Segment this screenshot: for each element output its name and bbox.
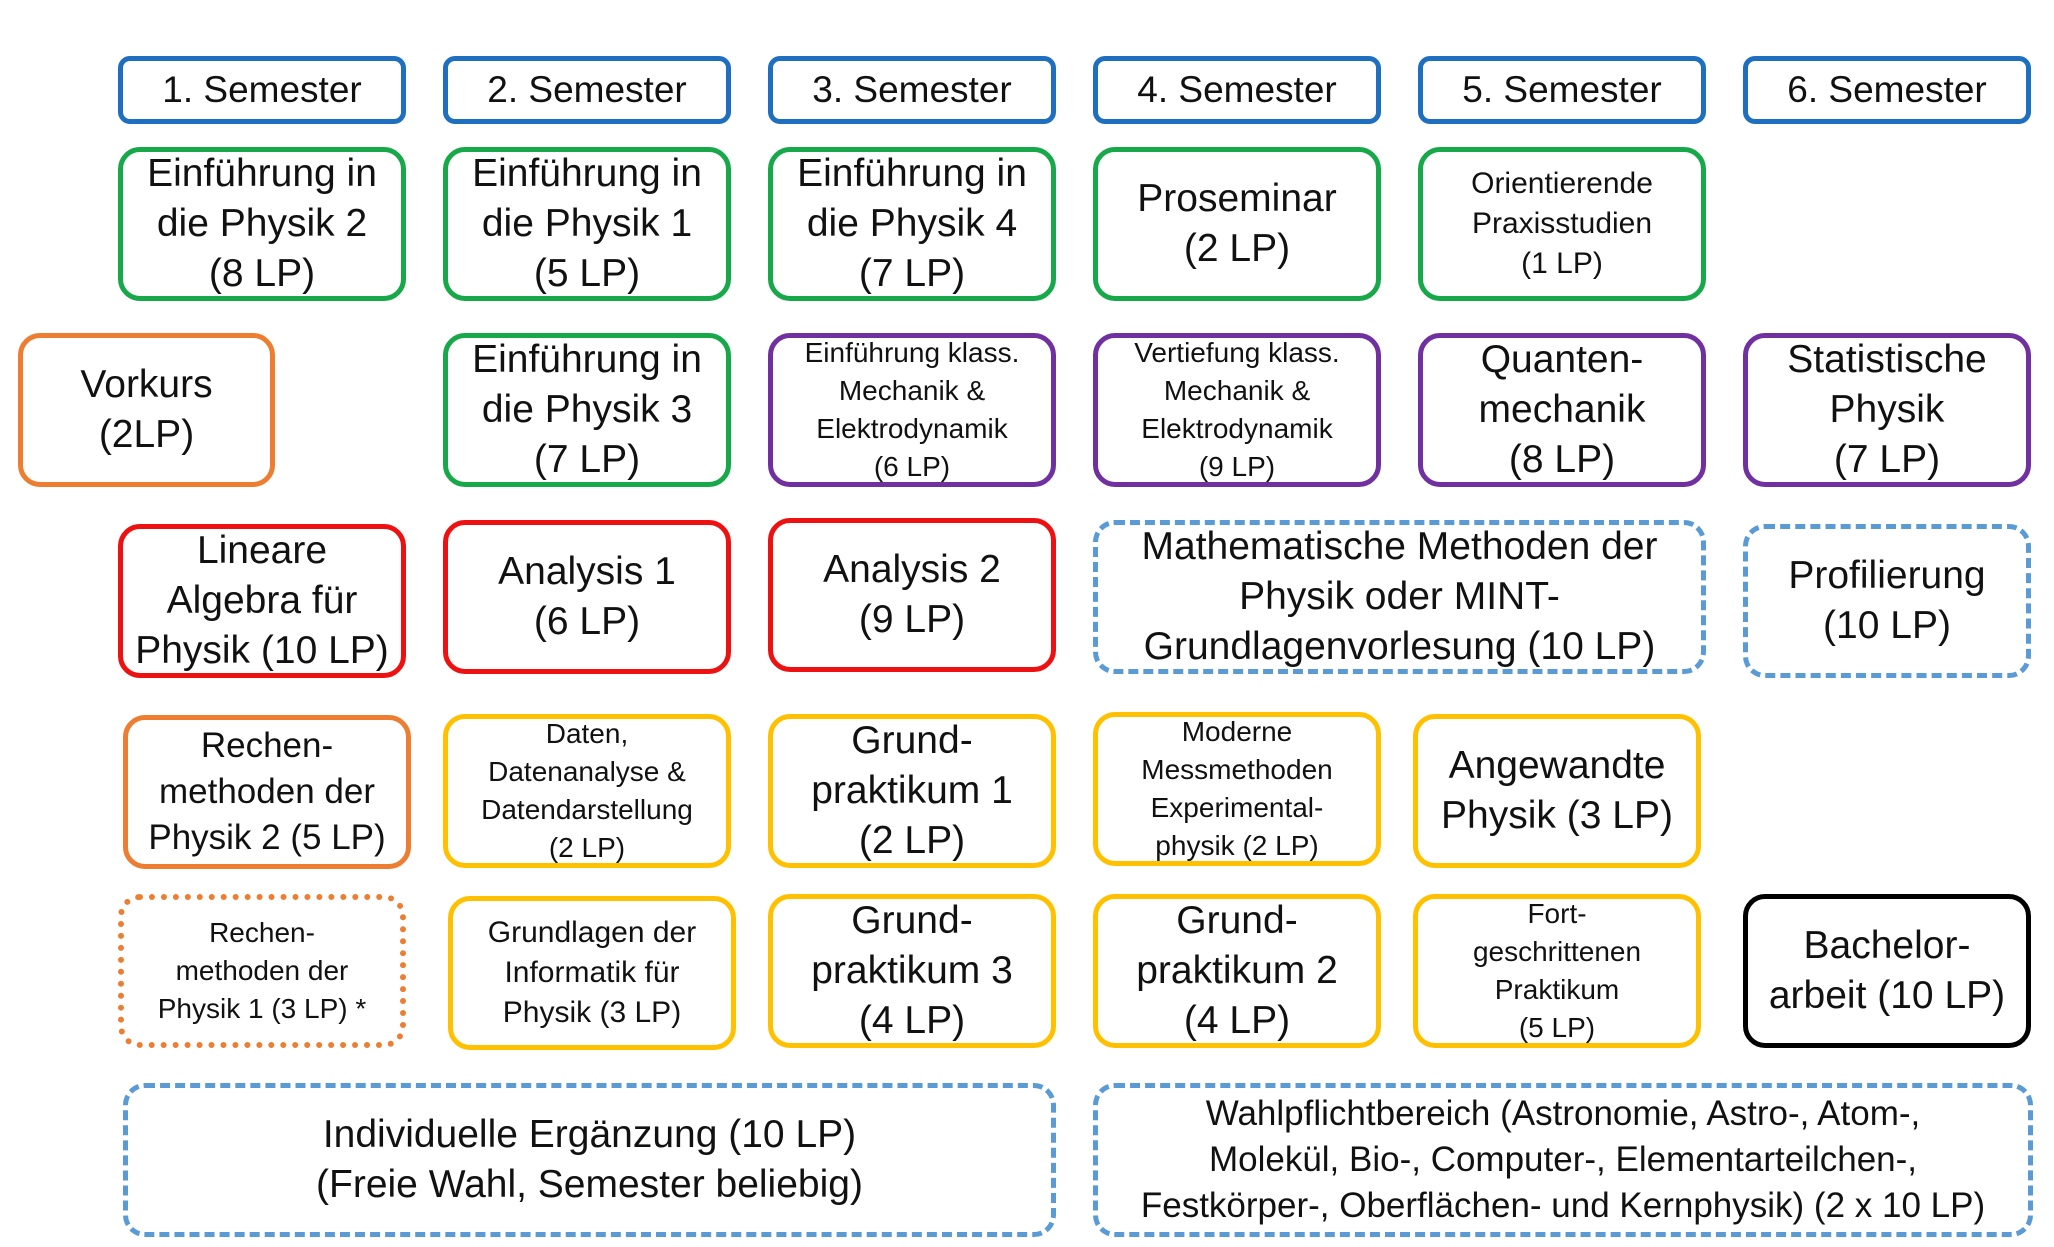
module-angewandte-physik-label: Angewandte Physik (3 LP) xyxy=(1441,744,1673,837)
module-individuelle-ergaenzung: Individuelle Ergänzung (10 LP) (Freie Wa… xyxy=(123,1083,1056,1237)
module-lineare-algebra-label: Lineare Algebra für Physik (10 LP) xyxy=(135,529,389,672)
module-profilierung: Profilierung (10 LP) xyxy=(1743,524,2031,678)
module-angewandte-physik: Angewandte Physik (3 LP) xyxy=(1413,714,1701,868)
module-rechenmethoden-2-label: Rechen- methoden der Physik 2 (5 LP) xyxy=(148,726,386,857)
module-moderne-messmethoden: Moderne Messmethoden Experimental- physi… xyxy=(1093,712,1381,866)
module-mathematische-methoden-label: Mathematische Methoden der Physik oder M… xyxy=(1141,525,1658,668)
module-einfuehrung-physik-1-label: Einführung in die Physik 1 (5 LP) xyxy=(472,152,702,295)
module-rechenmethoden-1: Rechen- methoden der Physik 1 (3 LP) * xyxy=(118,894,406,1048)
module-quantenmechanik-label: Quanten- mechanik (8 LP) xyxy=(1478,338,1646,481)
module-einfuehrung-physik-3: Einführung in die Physik 3 (7 LP) xyxy=(443,333,731,487)
semester-6-label: 6. Semester xyxy=(1787,69,1987,110)
semester-6-header: 6. Semester xyxy=(1743,56,2031,124)
module-grundlagen-informatik: Grundlagen der Informatik für Physik (3 … xyxy=(448,896,736,1050)
module-einfuehrung-physik-1: Einführung in die Physik 1 (5 LP) xyxy=(443,147,731,301)
semester-4-header: 4. Semester xyxy=(1093,56,1381,124)
module-grundlagen-informatik-label: Grundlagen der Informatik für Physik (3 … xyxy=(487,916,697,1029)
semester-5-label: 5. Semester xyxy=(1462,69,1662,110)
module-bachelorarbeit-label: Bachelor- arbeit (10 LP) xyxy=(1768,924,2006,1017)
module-proseminar: Proseminar (2 LP) xyxy=(1093,147,1381,301)
module-einfuehrung-physik-3-label: Einführung in die Physik 3 (7 LP) xyxy=(472,338,702,481)
module-grundpraktikum-3: Grund- praktikum 3 (4 LP) xyxy=(768,894,1056,1048)
module-grundpraktikum-2: Grund- praktikum 2 (4 LP) xyxy=(1093,894,1381,1048)
module-vertiefung-klass-mechanik-label: Vertiefung klass. Mechanik & Elektrodyna… xyxy=(1134,337,1340,482)
module-rechenmethoden-2: Rechen- methoden der Physik 2 (5 LP) xyxy=(123,715,411,869)
module-fortgeschrittenen-praktikum-label: Fort- geschrittenen Praktikum (5 LP) xyxy=(1472,898,1642,1043)
module-statistische-physik-label: Statistische Physik (7 LP) xyxy=(1787,338,1987,481)
module-analysis-1-label: Analysis 1 (6 LP) xyxy=(498,550,676,643)
semester-1-header: 1. Semester xyxy=(118,56,406,124)
module-grundpraktikum-2-label: Grund- praktikum 2 (4 LP) xyxy=(1136,899,1338,1042)
module-proseminar-label: Proseminar (2 LP) xyxy=(1137,177,1337,270)
semester-2-label: 2. Semester xyxy=(487,69,687,110)
module-praxisstudien-label: Orientierende Praxisstudien (1 LP) xyxy=(1471,167,1653,280)
semester-3-header: 3. Semester xyxy=(768,56,1056,124)
semester-3-label: 3. Semester xyxy=(812,69,1012,110)
module-wahlpflichtbereich-label: Wahlpflichtbereich (Astronomie, Astro-, … xyxy=(1140,1094,1986,1225)
module-mathematische-methoden: Mathematische Methoden der Physik oder M… xyxy=(1093,520,1706,674)
module-analysis-1: Analysis 1 (6 LP) xyxy=(443,520,731,674)
module-praxisstudien: Orientierende Praxisstudien (1 LP) xyxy=(1418,147,1706,301)
module-grundpraktikum-1-label: Grund- praktikum 1 (2 LP) xyxy=(811,719,1013,862)
module-vorkurs-label: Vorkurs (2LP) xyxy=(80,363,213,456)
module-einfuehrung-physik-4: Einführung in die Physik 4 (7 LP) xyxy=(768,147,1056,301)
module-wahlpflichtbereich: Wahlpflichtbereich (Astronomie, Astro-, … xyxy=(1093,1083,2033,1237)
module-grundpraktikum-1: Grund- praktikum 1 (2 LP) xyxy=(768,714,1056,868)
module-einfuehrung-physik-4-label: Einführung in die Physik 4 (7 LP) xyxy=(797,152,1027,295)
module-quantenmechanik: Quanten- mechanik (8 LP) xyxy=(1418,333,1706,487)
module-profilierung-label: Profilierung (10 LP) xyxy=(1788,554,1986,647)
semester-2-header: 2. Semester xyxy=(443,56,731,124)
module-einfuehrung-physik-2: Einführung in die Physik 2 (8 LP) xyxy=(118,147,406,301)
module-statistische-physik: Statistische Physik (7 LP) xyxy=(1743,333,2031,487)
module-moderne-messmethoden-label: Moderne Messmethoden Experimental- physi… xyxy=(1141,716,1333,861)
module-daten-label: Daten, Datenanalyse & Datendarstellung (… xyxy=(481,718,693,863)
module-einfuehrung-klass-mechanik-label: Einführung klass. Mechanik & Elektrodyna… xyxy=(804,337,1020,482)
module-lineare-algebra: Lineare Algebra für Physik (10 LP) xyxy=(118,524,406,678)
module-analysis-2-label: Analysis 2 (9 LP) xyxy=(823,548,1001,641)
module-vorkurs: Vorkurs (2LP) xyxy=(18,333,275,487)
module-rechenmethoden-1-label: Rechen- methoden der Physik 1 (3 LP) * xyxy=(157,917,367,1024)
semester-4-label: 4. Semester xyxy=(1137,69,1337,110)
module-bachelorarbeit: Bachelor- arbeit (10 LP) xyxy=(1743,894,2031,1048)
semester-5-header: 5. Semester xyxy=(1418,56,1706,124)
module-einfuehrung-physik-2-label: Einführung in die Physik 2 (8 LP) xyxy=(147,152,377,295)
module-individuelle-ergaenzung-label: Individuelle Ergänzung (10 LP) (Freie Wa… xyxy=(316,1113,863,1206)
module-analysis-2: Analysis 2 (9 LP) xyxy=(768,518,1056,672)
module-grundpraktikum-3-label: Grund- praktikum 3 (4 LP) xyxy=(811,899,1013,1042)
module-fortgeschrittenen-praktikum: Fort- geschrittenen Praktikum (5 LP) xyxy=(1413,894,1701,1048)
module-einfuehrung-klass-mechanik: Einführung klass. Mechanik & Elektrodyna… xyxy=(768,333,1056,487)
module-daten: Daten, Datenanalyse & Datendarstellung (… xyxy=(443,714,731,868)
semester-1-label: 1. Semester xyxy=(162,69,362,110)
module-vertiefung-klass-mechanik: Vertiefung klass. Mechanik & Elektrodyna… xyxy=(1093,333,1381,487)
